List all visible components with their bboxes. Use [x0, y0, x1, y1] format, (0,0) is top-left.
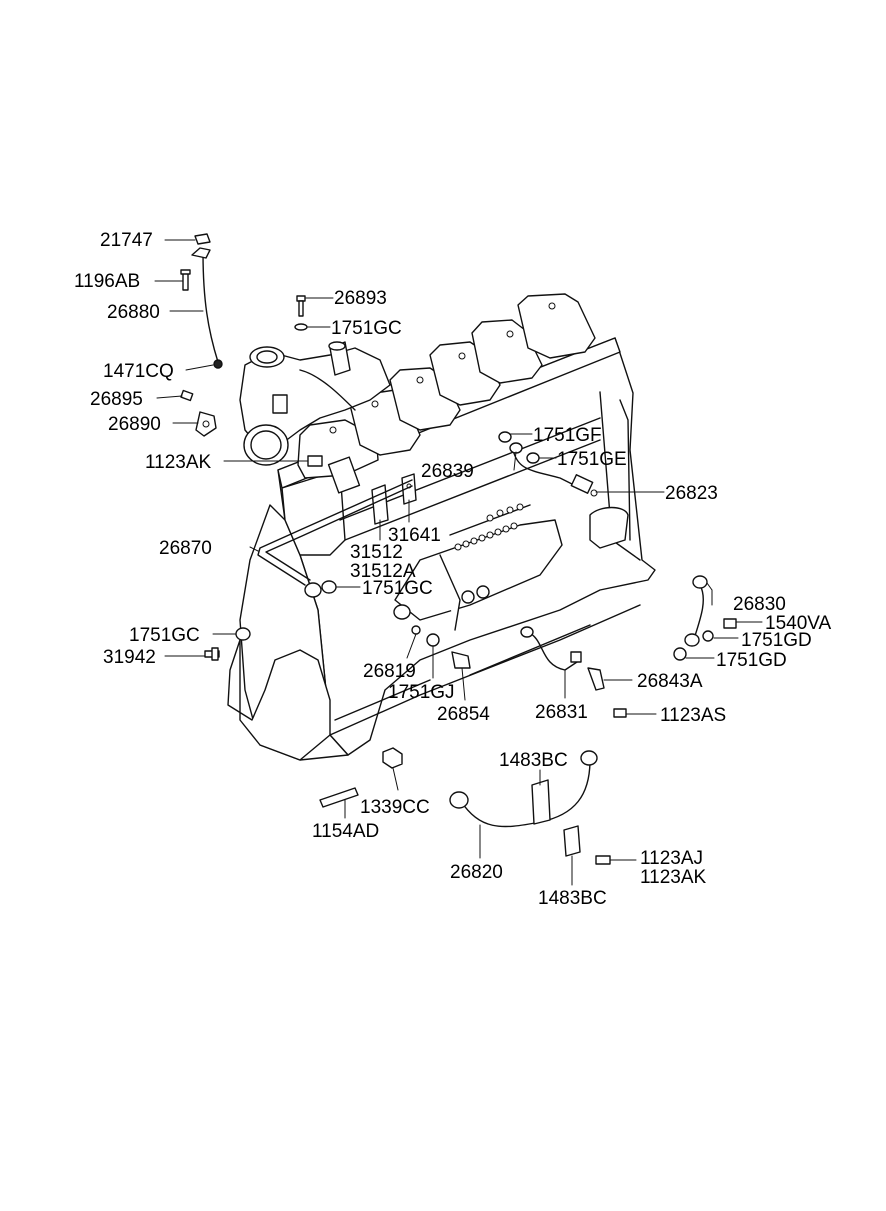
label-1154ad[interactable]: 1154AD — [312, 821, 379, 842]
label-1751gf[interactable]: 1751GF — [533, 425, 602, 446]
stud-1154ad — [319, 787, 359, 808]
label-1483bc-bottom[interactable]: 1483BC — [538, 888, 607, 909]
label-1751gc-left[interactable]: 1751GC — [129, 625, 200, 646]
washer-1751gf — [498, 431, 512, 443]
label-26870[interactable]: 26870 — [159, 538, 212, 559]
injection-pump — [393, 503, 629, 631]
label-26831[interactable]: 26831 — [535, 702, 588, 723]
label-26893[interactable]: 26893 — [334, 288, 387, 309]
label-31512a[interactable]: 31512A — [350, 561, 416, 582]
clamp-1483bc-bottom — [563, 825, 581, 857]
fitting-26895 — [180, 389, 194, 402]
gasket-26890 — [195, 411, 217, 437]
label-26854[interactable]: 26854 — [437, 704, 490, 725]
label-1123ak-bottom[interactable]: 1123AK — [640, 867, 707, 888]
label-1751gc-mid[interactable]: 1751GC — [362, 578, 433, 599]
label-1123aj[interactable]: 1123AJ — [640, 848, 703, 869]
washer-1751gd-a — [702, 630, 714, 642]
label-1471cq[interactable]: 1471CQ — [103, 361, 174, 382]
pipe-26831 — [520, 626, 582, 671]
label-1751gd-b[interactable]: 1751GD — [716, 650, 787, 671]
pipe-26830 — [684, 575, 708, 647]
washer-1751gc-left — [235, 627, 251, 641]
label-31942[interactable]: 31942 — [103, 647, 156, 668]
washer-1751gj — [426, 633, 440, 647]
bolt-1123as — [613, 708, 627, 718]
leader-lines — [154, 239, 763, 886]
part-labels: 21747 1196AB 26880 1471CQ 26895 26890 11… — [74, 230, 832, 909]
turbocharger — [239, 341, 391, 466]
label-26820[interactable]: 26820 — [450, 862, 503, 883]
washer-1751gd-b — [673, 647, 687, 661]
injector-nozzles — [454, 503, 524, 551]
oil-pipe-26880 — [191, 233, 223, 369]
label-1123as[interactable]: 1123AS — [660, 705, 726, 726]
label-31512[interactable]: 31512 — [350, 542, 403, 563]
washer-1751gc-top — [294, 323, 308, 331]
dipstick-tube-26870 — [257, 479, 413, 586]
bolt-1123ak-top — [307, 455, 323, 467]
bracket-31512 — [371, 484, 389, 525]
label-1339cc[interactable]: 1339CC — [360, 797, 430, 818]
label-26839[interactable]: 26839 — [421, 461, 474, 482]
washer-26819 — [411, 625, 421, 635]
bolt-1123aj — [595, 855, 611, 865]
washer-1751gc-mid — [304, 580, 337, 598]
label-1751gc-top[interactable]: 1751GC — [331, 318, 402, 339]
label-26843a[interactable]: 26843A — [637, 671, 703, 692]
label-1196ab[interactable]: 1196AB — [74, 271, 140, 292]
plug-1540va — [723, 618, 737, 629]
label-26819[interactable]: 26819 — [363, 661, 416, 682]
label-1751gd-a[interactable]: 1751GD — [741, 630, 812, 651]
clamp-1483bc-top — [531, 779, 551, 825]
label-1540va[interactable]: 1540VA — [765, 613, 832, 634]
label-21747[interactable]: 21747 — [100, 230, 153, 251]
label-26890[interactable]: 26890 — [108, 414, 161, 435]
label-1751gj[interactable]: 1751GJ — [388, 682, 455, 703]
fitting-26843a — [587, 667, 605, 691]
sensor-26823 — [570, 474, 598, 497]
fitting-26854 — [451, 651, 471, 669]
label-1751ge[interactable]: 1751GE — [557, 449, 627, 470]
bolt-31942 — [204, 647, 220, 661]
valve-covers — [297, 293, 596, 494]
label-26823[interactable]: 26823 — [665, 483, 718, 504]
label-1123ak-top[interactable]: 1123AK — [145, 452, 212, 473]
washer-1751ge — [526, 452, 540, 464]
bolt-1196ab — [180, 269, 191, 291]
label-31641[interactable]: 31641 — [388, 525, 441, 546]
label-1483bc-top[interactable]: 1483BC — [499, 750, 568, 771]
bolt-26893 — [296, 295, 306, 317]
label-26830[interactable]: 26830 — [733, 594, 786, 615]
label-26895[interactable]: 26895 — [90, 389, 143, 410]
label-26880[interactable]: 26880 — [107, 302, 160, 323]
nut-1339cc — [382, 747, 403, 769]
